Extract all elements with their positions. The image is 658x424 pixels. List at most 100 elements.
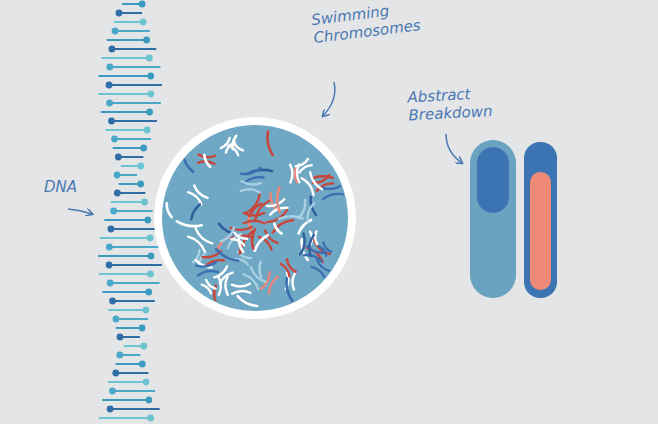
dna-base [141,199,148,206]
chromosome-rod [203,155,210,167]
chromosome [266,131,273,155]
dna-rung [116,327,142,329]
dna-rung [117,192,145,194]
chromosome-x [281,259,296,276]
cell-fill [162,125,348,311]
chromosome-x [246,194,269,219]
dna-base [137,163,144,170]
chromosome [190,204,200,220]
dna-base [145,289,152,296]
chromosome-x [241,168,263,184]
dna-base [148,253,155,260]
dna-base [106,100,113,107]
chromosome-rod [277,188,280,213]
chromosome-rod [259,262,261,277]
dna-base [115,154,122,161]
chromosome [182,155,194,173]
callout-label: Swimming Chromosomes [310,0,432,47]
dna-rung [111,201,145,203]
leader-arrow [446,134,462,163]
chromosome [218,277,227,295]
dna-rung [101,111,150,113]
chromosome-rod [237,296,258,308]
dna-base [111,136,118,143]
dna-base [143,37,150,44]
chromatid [470,140,516,298]
dna-base [106,244,113,251]
dna-base [109,298,116,305]
chromatid-band [530,172,551,290]
chromosome-x [312,260,331,278]
dna-rung [112,48,156,50]
chromosome-x [196,262,218,276]
chromosome-rod [251,229,255,248]
dna-rung [114,210,153,212]
chromosome [319,243,331,256]
dna-base [137,181,144,188]
dna-base [107,406,114,413]
dna-rung [111,120,157,122]
dna-rung [106,129,147,131]
chromosome [300,233,314,256]
dna-base [146,109,153,116]
chromosome-x [290,164,299,182]
chromosome [176,221,201,227]
chromosome-rod [182,155,194,173]
chromosome [246,194,269,219]
dna-base [114,190,121,197]
chromosome [238,230,253,253]
dna-base [112,28,119,35]
chromosome [244,267,266,289]
dna-base [146,55,153,62]
dna-rung [98,75,150,77]
chromosome [297,219,311,234]
chromosome [221,138,235,153]
dna-base [147,73,154,80]
dna-rung [110,408,160,410]
chromosome-rod [176,221,201,227]
dna-base [147,91,154,98]
dna-rung [109,246,161,248]
chromosome [251,229,255,248]
dna-base [107,280,114,287]
dna-rung [119,12,142,14]
dna-base [106,262,113,269]
dna-rung [101,57,149,59]
dna-base [140,145,147,152]
leader-arrow [323,82,335,116]
chromosome-rod [238,230,253,253]
chromatid-band [477,147,509,213]
dna-rung [112,390,155,392]
dna-base [139,361,146,368]
chromosome [259,262,261,277]
chromosome [290,164,299,182]
chromosome [237,296,258,308]
chromosome-x [188,228,212,251]
dna-base [108,118,115,125]
chromosome [279,216,303,219]
chromosome [253,234,268,251]
dna-rung [98,255,151,257]
dna-rung [102,291,148,293]
chromosome-x [232,284,251,294]
dna-rung [115,138,151,140]
chromosome [261,272,278,293]
chromosome [241,181,261,192]
chromosome [273,224,281,235]
chromosome-x [221,138,235,153]
dna-rung [110,66,161,68]
chromosome [214,266,232,283]
chromosome [237,236,243,252]
dna-base [117,334,124,341]
dna-base [144,127,151,134]
dna-base [112,370,119,377]
dna-base [108,226,115,233]
dna-base [106,82,113,89]
dna-base [109,388,116,395]
dna-rung [110,282,159,284]
dna-rung [98,93,151,95]
chromosome [241,168,263,184]
chromosome-rod [253,234,268,251]
dna-base [145,397,152,404]
